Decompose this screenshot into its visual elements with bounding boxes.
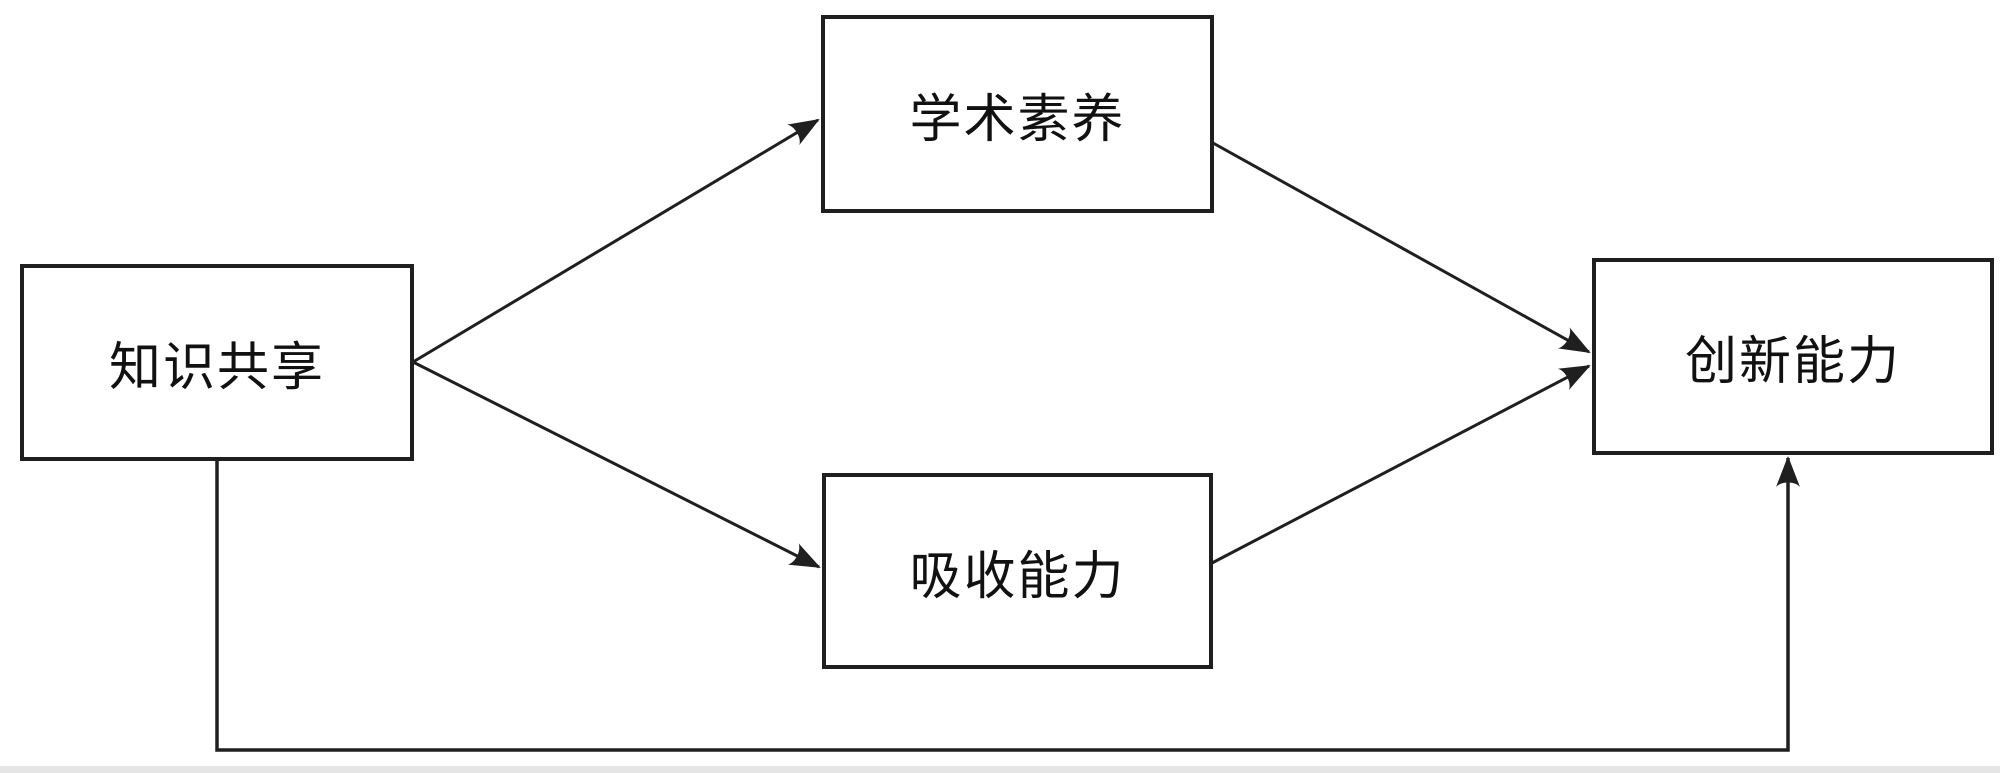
node-innovation-capability: 创新能力 <box>1592 258 1994 455</box>
node-knowledge-sharing: 知识共享 <box>20 264 414 461</box>
node-academic-literacy: 学术素养 <box>821 15 1214 213</box>
node-absorptive-capacity-label: 吸收能力 <box>909 548 1126 606</box>
edge-academic-to-innovation <box>1212 141 1591 354</box>
edge-absorptive-to-innovation <box>1211 364 1591 565</box>
node-academic-literacy-label: 学术素养 <box>909 91 1126 149</box>
edge-knowledge-to-academic <box>412 118 820 364</box>
node-knowledge-sharing-label: 知识共享 <box>108 340 325 397</box>
node-innovation-capability-label: 创新能力 <box>1684 334 1901 391</box>
edge-knowledge-to-absorptive <box>412 360 821 569</box>
node-absorptive-capacity: 吸收能力 <box>822 473 1213 669</box>
bottom-edge-band <box>0 766 2000 773</box>
edge-knowledge-to-innovation-bottom <box>215 456 1800 752</box>
